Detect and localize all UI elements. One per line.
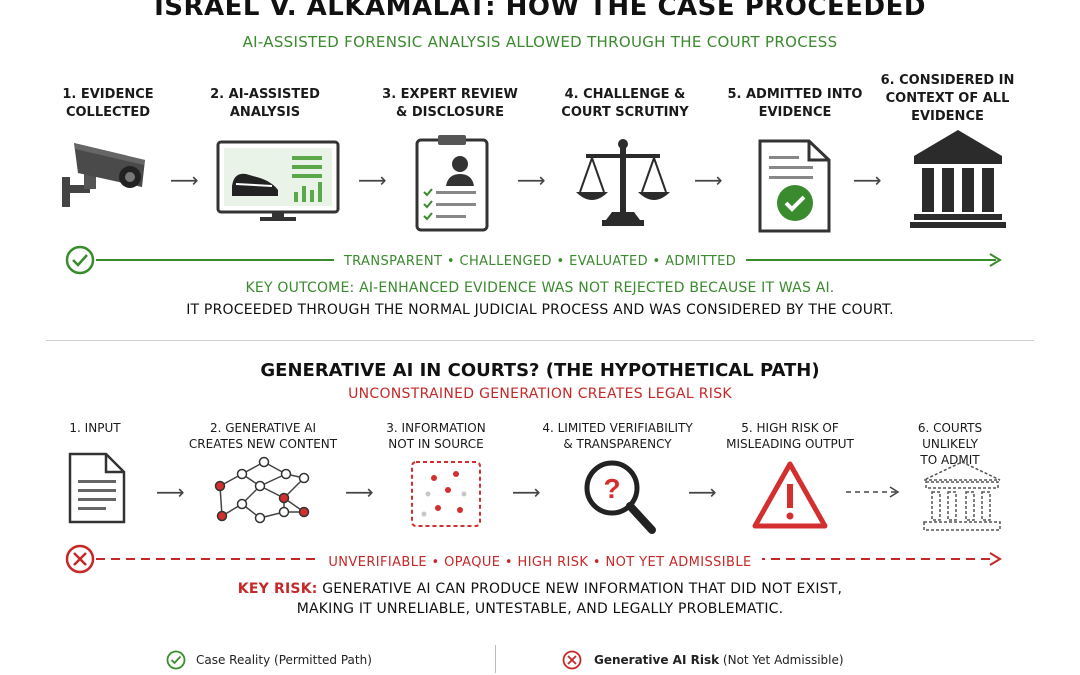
flow-arrow-5: ⟶	[853, 168, 882, 192]
key-outcome-text: AI-ENHANCED EVIDENCE WAS NOT REJECTED BE…	[354, 280, 835, 296]
flow-arrow-3: ⟶	[517, 168, 546, 192]
legend-divider	[495, 645, 496, 673]
flow-arrow-1: ⟶	[170, 168, 199, 192]
flow-arrow-2: ⟶	[358, 168, 387, 192]
main-title: ISRAEL V. ALKAMALAT: HOW THE CASE PROCEE…	[154, 0, 926, 22]
gen-tags-row: UNVERIFIABLE • OPAQUE • HIGH RISK • NOT …	[0, 551, 1080, 570]
gen-arrow-2: ⟶	[345, 480, 374, 504]
approved-document-icon	[758, 139, 831, 233]
legend-x-icon	[562, 650, 582, 670]
svg-text:?: ?	[603, 473, 620, 504]
scattered-dots-icon	[411, 461, 481, 527]
key-outcome: KEY OUTCOME: AI-ENHANCED EVIDENCE WAS NO…	[0, 280, 1080, 296]
warning-triangle-icon	[752, 461, 828, 529]
courthouse-icon	[910, 130, 1006, 228]
security-camera-icon	[62, 143, 145, 207]
gen-arrow-4: ⟶	[688, 480, 717, 504]
key-risk-line2: MAKING IT UNRELIABLE, UNTESTABLE, AND LE…	[296, 601, 784, 617]
flow-arrow-4: ⟶	[694, 168, 723, 192]
magnifier-question-icon: ?	[584, 460, 656, 534]
case-tags: TRANSPARENT • CHALLENGED • EVALUATED • A…	[333, 254, 747, 269]
legend-gen-label: Generative AI Risk (Not Yet Admissible)	[594, 653, 844, 667]
gen-step-1-label: 1. INPUT	[69, 421, 121, 435]
gen-step-4-label: 4. LIMITED VERIFIABILITY& TRANSPARENCY	[542, 421, 693, 451]
key-risk: KEY RISK: GENERATIVE AI CAN PRODUCE NEW …	[0, 581, 1080, 597]
section-divider	[46, 340, 1034, 341]
case-step-4-label: 4. CHALLENGE &COURT SCRUTINY	[561, 87, 689, 120]
gen-tags: UNVERIFIABLE • OPAQUE • HIGH RISK • NOT …	[318, 555, 762, 570]
network-graph-icon	[214, 456, 310, 524]
legend-gen-bold: Generative AI Risk	[594, 653, 720, 667]
key-risk-label: KEY RISK:	[237, 581, 318, 597]
section2-subtitle: UNCONSTRAINED GENERATION CREATES LEGAL R…	[348, 386, 732, 402]
case-tags-row: TRANSPARENT • CHALLENGED • EVALUATED • A…	[0, 250, 1080, 269]
gen-arrow-5-dashed	[846, 486, 900, 498]
scales-icon	[576, 139, 670, 226]
legend-case-label: Case Reality (Permitted Path)	[196, 653, 372, 667]
main-subtitle: AI-ASSISTED FORENSIC ANALYSIS ALLOWED TH…	[242, 33, 838, 51]
key-risk-text: GENERATIVE AI CAN PRODUCE NEW INFORMATIO…	[317, 581, 843, 597]
key-outcome-line2: IT PROCEEDED THROUGH THE NORMAL JUDICIAL…	[186, 302, 894, 318]
legend-check-icon	[166, 650, 186, 670]
document-icon	[68, 452, 126, 524]
gen-arrow-1: ⟶	[156, 480, 185, 504]
gen-arrow-3: ⟶	[512, 480, 541, 504]
section2-title: GENERATIVE AI IN COURTS? (THE HYPOTHETIC…	[260, 360, 820, 381]
key-outcome-label: KEY OUTCOME:	[245, 280, 355, 296]
legend-gen-rest: (Not Yet Admissible)	[719, 653, 844, 667]
case-step-3-label: 3. EXPERT REVIEW& DISCLOSURE	[382, 87, 518, 120]
dashed-courthouse-icon	[923, 461, 1001, 531]
clipboard-report-icon	[415, 135, 489, 232]
monitor-analysis-icon	[216, 140, 340, 221]
